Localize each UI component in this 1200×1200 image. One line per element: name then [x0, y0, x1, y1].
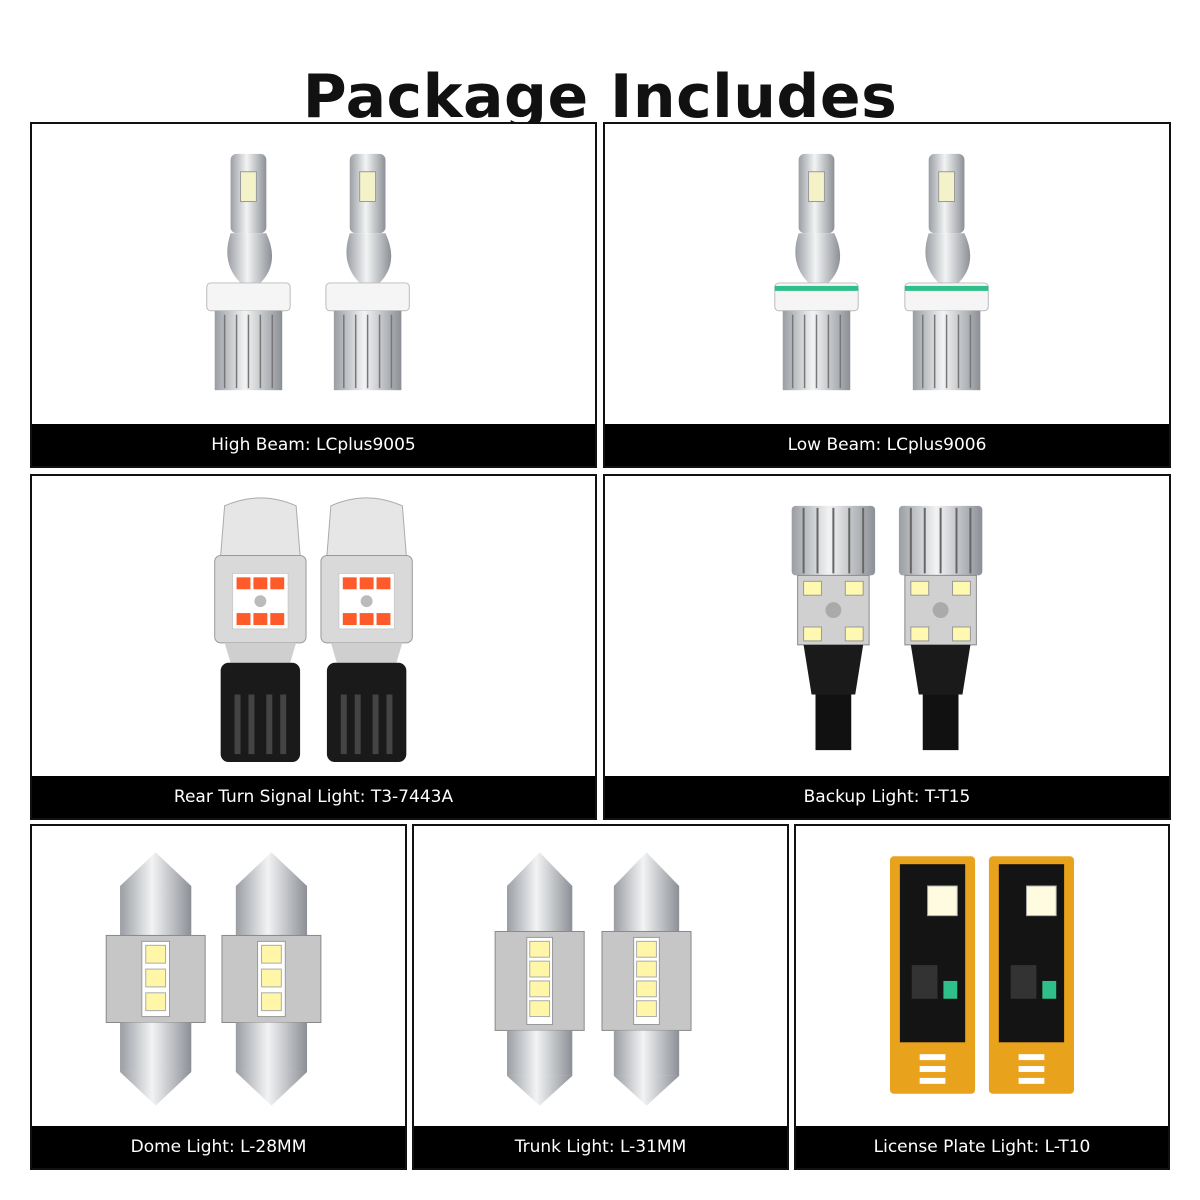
product-caption: License Plate Light: L-T10 — [796, 1126, 1168, 1168]
festoon-bulb-31mm-icon — [414, 826, 787, 1126]
product-caption: Dome Light: L-28MM — [32, 1126, 405, 1168]
product-panel-license-plate-light: License Plate Light: L-T10 — [794, 824, 1170, 1170]
product-panel-rear-turn-signal: Rear Turn Signal Light: T3-7443A — [30, 474, 597, 820]
headlight-bulb-9005-icon — [32, 124, 595, 424]
product-caption: Low Beam: LCplus9006 — [605, 424, 1169, 466]
t10-bulb-icon — [796, 826, 1168, 1126]
product-caption: High Beam: LCplus9005 — [32, 424, 595, 466]
product-panel-backup-light: Backup Light: T-T15 — [603, 474, 1171, 820]
festoon-bulb-28mm-icon — [32, 826, 405, 1126]
product-panel-low-beam: Low Beam: LCplus9006 — [603, 122, 1171, 468]
product-caption: Trunk Light: L-31MM — [414, 1126, 787, 1168]
product-panel-dome-light: Dome Light: L-28MM — [30, 824, 407, 1170]
backup-bulb-icon — [605, 476, 1169, 776]
headlight-bulb-9006-icon — [605, 124, 1169, 424]
product-caption: Backup Light: T-T15 — [605, 776, 1169, 818]
page-title: Package Includes — [302, 62, 898, 133]
turn-signal-bulb-icon — [32, 476, 595, 776]
product-panel-trunk-light: Trunk Light: L-31MM — [412, 824, 789, 1170]
product-panel-high-beam: High Beam: LCplus9005 — [30, 122, 597, 468]
product-caption: Rear Turn Signal Light: T3-7443A — [32, 776, 595, 818]
